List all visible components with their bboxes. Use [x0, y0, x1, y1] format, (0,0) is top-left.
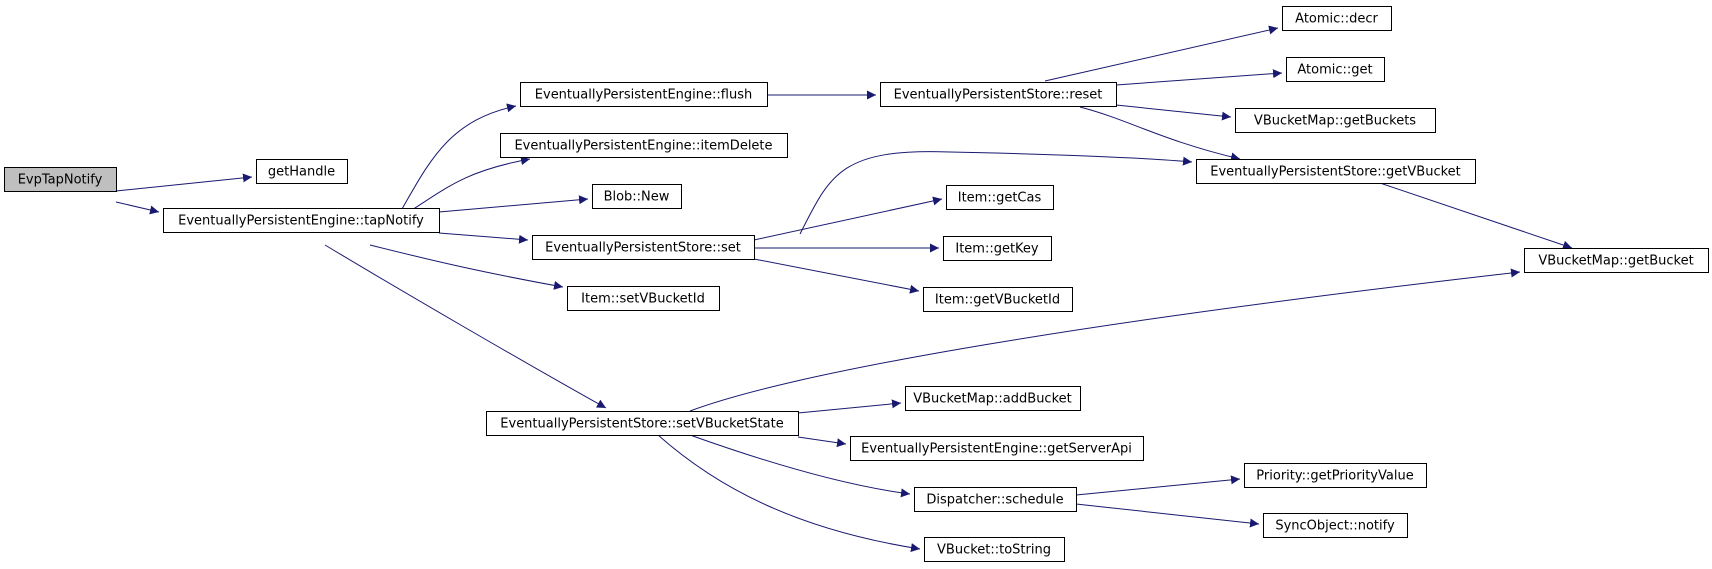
node-box [4, 167, 117, 192]
node-label: EventuallyPersistentStore::getVBucket [1210, 165, 1461, 180]
node-box [924, 537, 1065, 562]
node-item-getvbucketid[interactable]: Item::getVBucketId [923, 287, 1073, 312]
node-box [163, 208, 440, 233]
edge-n0-n2 [115, 201, 160, 215]
node-label: EventuallyPersistentEngine::flush [535, 88, 752, 103]
node-box [946, 185, 1054, 210]
node-box [1282, 6, 1392, 31]
node-vbucketmap-getbuckets[interactable]: VBucketMap::getBuckets [1235, 108, 1436, 133]
edge-n8-n20 [689, 434, 911, 498]
node-vbucketmap-addbucket[interactable]: VBucketMap::addBucket [905, 386, 1081, 411]
node-label: VBucketMap::getBuckets [1254, 114, 1416, 129]
node-label: SyncObject::notify [1275, 519, 1395, 534]
node-box [1235, 108, 1436, 133]
node-eventuallypersistentengine-itemdelete[interactable]: EventuallyPersistentEngine::itemDelete [500, 133, 788, 158]
node-eventuallypersistentengine-flush[interactable]: EventuallyPersistentEngine::flush [520, 82, 768, 107]
node-label: EventuallyPersistentStore::set [545, 241, 741, 256]
node-label: Atomic::get [1297, 63, 1372, 78]
node-item-getkey[interactable]: Item::getKey [943, 236, 1052, 261]
node-label: Dispatcher::schedule [926, 493, 1063, 508]
node-box [1524, 248, 1709, 273]
node-label: Blob::New [604, 190, 670, 205]
node-eventuallypersistentstore-set[interactable]: EventuallyPersistentStore::set [532, 235, 755, 260]
node-box [567, 286, 720, 311]
node-label: VBucket::toString [937, 543, 1051, 558]
node-label: EvpTapNotify [18, 173, 103, 188]
node-label: Atomic::decr [1295, 12, 1378, 27]
edge-n20-n22 [1075, 503, 1260, 528]
node-vbucket-tostring[interactable]: VBucket::toString [924, 537, 1065, 562]
node-evptapnotify[interactable]: EvpTapNotify [4, 167, 117, 192]
node-label: VBucketMap::addBucket [913, 392, 1072, 407]
edge-n2-n7 [369, 244, 564, 290]
edge-n8-n14 [689, 268, 1521, 412]
edge-n6-n13 [799, 151, 1193, 235]
edge-n9-n12 [1115, 104, 1232, 121]
node-box [1263, 513, 1408, 538]
node-box [256, 159, 348, 184]
node-item-setvbucketid[interactable]: Item::setVBucketId [567, 286, 720, 311]
node-eventuallypersistentstore-reset[interactable]: EventuallyPersistentStore::reset [880, 82, 1117, 107]
node-label: Item::getCas [958, 191, 1042, 206]
node-dispatcher-schedule[interactable]: Dispatcher::schedule [914, 487, 1077, 512]
node-box [1196, 159, 1476, 184]
edge-n9-n10 [1044, 25, 1279, 82]
node-label: getHandle [268, 165, 335, 180]
node-item-getcas[interactable]: Item::getCas [946, 185, 1054, 210]
node-eventuallypersistentengine-getserverapi[interactable]: EventuallyPersistentEngine::getServerApi [850, 436, 1144, 461]
node-atomic-get[interactable]: Atomic::get [1286, 57, 1385, 82]
node-label: Item::getVBucketId [935, 293, 1060, 308]
node-box [1286, 57, 1385, 82]
edge-n8-n23 [657, 434, 921, 553]
node-syncobject-notify[interactable]: SyncObject::notify [1263, 513, 1408, 538]
edge-n2-n4 [411, 156, 531, 211]
node-box [532, 235, 755, 260]
edge-n0-n1 [115, 173, 253, 192]
node-box [923, 287, 1073, 312]
node-box [592, 184, 682, 209]
node-label: EventuallyPersistentEngine::tapNotify [178, 214, 424, 229]
node-label: Priority::getPriorityValue [1256, 469, 1413, 484]
node-label: EventuallyPersistentStore::reset [894, 88, 1103, 103]
node-box [1244, 463, 1427, 488]
edge-n20-n21 [1075, 475, 1241, 496]
node-box [905, 386, 1081, 411]
node-label: EventuallyPersistentEngine::itemDelete [514, 139, 772, 154]
node-eventuallypersistentengine-tapnotify[interactable]: EventuallyPersistentEngine::tapNotify [163, 208, 440, 233]
node-box [486, 411, 799, 436]
node-vbucketmap-getbucket[interactable]: VBucketMap::getBucket [1524, 248, 1709, 273]
edge-n9-n13 [1079, 106, 1241, 162]
edge-n8-n19 [797, 436, 847, 448]
edge-n13-n14 [1379, 182, 1573, 250]
node-box [880, 82, 1117, 107]
node-label: EventuallyPersistentStore::setVBucketSta… [500, 417, 783, 432]
node-label: Item::setVBucketId [581, 292, 705, 307]
edge-n6-n15 [753, 196, 943, 241]
edge-n8-n18 [797, 399, 902, 414]
edge-n2-n8 [324, 244, 607, 409]
edge-n2-n3 [401, 103, 517, 210]
node-gethandle[interactable]: getHandle [256, 159, 348, 184]
edge-n2-n6 [438, 232, 529, 244]
node-atomic-decr[interactable]: Atomic::decr [1282, 6, 1392, 31]
node-label: EventuallyPersistentEngine::getServerApi [861, 442, 1132, 457]
edge-n2-n5 [438, 195, 589, 213]
node-box [914, 487, 1077, 512]
node-eventuallypersistentstore-setvbucketstate[interactable]: EventuallyPersistentStore::setVBucketSta… [486, 411, 799, 436]
node-label: VBucketMap::getBucket [1538, 254, 1693, 269]
node-blob-new[interactable]: Blob::New [592, 184, 682, 209]
node-box [520, 82, 768, 107]
edge-n6-n17 [753, 258, 920, 294]
node-eventuallypersistentstore-getvbucket[interactable]: EventuallyPersistentStore::getVBucket [1196, 159, 1476, 184]
node-priority-getpriorityvalue[interactable]: Priority::getPriorityValue [1244, 463, 1427, 488]
node-box [500, 133, 788, 158]
edge-n9-n11 [1115, 69, 1283, 86]
node-label: Item::getKey [955, 242, 1039, 257]
node-box [943, 236, 1052, 261]
node-box [850, 436, 1144, 461]
